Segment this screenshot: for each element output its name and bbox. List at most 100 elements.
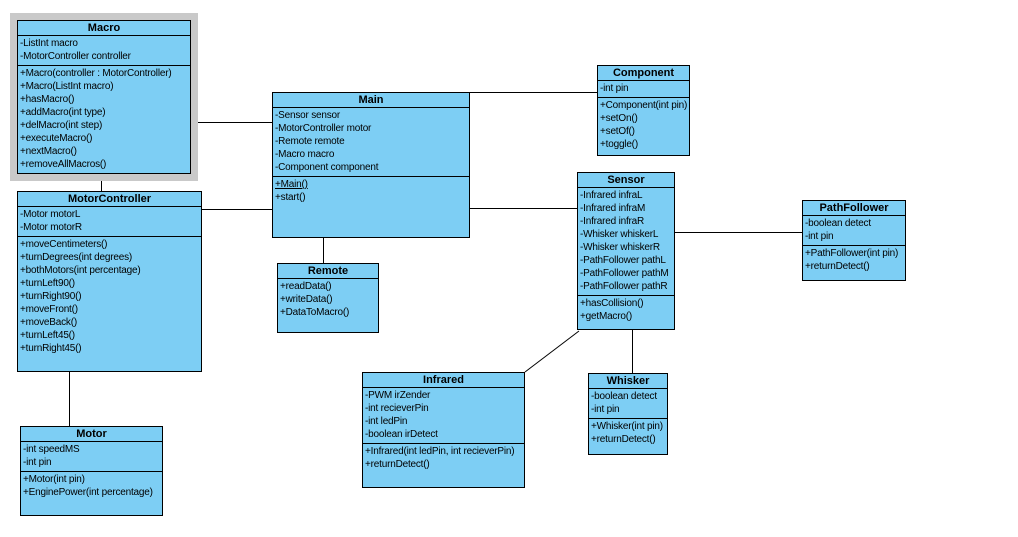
attribute: -Infrared infraR	[580, 216, 645, 227]
attrs-whisker: -boolean detect -int pin	[589, 389, 667, 419]
attribute: -PathFollower pathM	[580, 268, 669, 279]
attrs-infrared: -PWM irZender -int recieverPin -int ledP…	[363, 388, 524, 444]
attribute: -boolean irDetect	[365, 429, 438, 440]
methods-component: +Component(int pin) +setOn() +setOf() +t…	[598, 98, 689, 155]
attribute: -ListInt macro	[20, 38, 78, 49]
class-title-infrared: Infrared	[363, 373, 524, 388]
attribute: -Remote remote	[275, 136, 345, 147]
class-whisker[interactable]: Whisker -boolean detect -int pin +Whiske…	[588, 373, 668, 455]
method: +DataToMacro()	[280, 307, 350, 318]
attribute: -MotorController motor	[275, 123, 372, 134]
attrs-component: -int pin	[598, 81, 689, 98]
method: +turnRight90()	[20, 291, 82, 302]
attribute: -PathFollower pathR	[580, 281, 668, 292]
method: +Motor(int pin)	[23, 474, 85, 485]
attribute: -int speedMS	[23, 444, 80, 455]
class-title-macro: Macro	[18, 21, 190, 36]
attribute: -int ledPin	[365, 416, 408, 427]
selection-frame-macro	[10, 13, 198, 181]
method: +returnDetect()	[805, 261, 870, 272]
method: +turnLeft45()	[20, 330, 75, 341]
attribute: -int recieverPin	[365, 403, 429, 414]
attribute: -Whisker whiskerL	[580, 229, 659, 240]
attribute: -int pin	[23, 457, 52, 468]
method: +returnDetect()	[591, 434, 656, 445]
attrs-macro: -ListInt macro -MotorController controll…	[18, 36, 190, 66]
class-title-motor: Motor	[21, 427, 162, 442]
method: +PathFollower(int pin)	[805, 248, 899, 259]
method: +Component(int pin)	[600, 100, 688, 111]
class-macro[interactable]: Macro -ListInt macro -MotorController co…	[17, 20, 191, 174]
methods-whisker: +Whisker(int pin) +returnDetect()	[589, 419, 667, 454]
method: +moveBack()	[20, 317, 77, 328]
method: +moveCentimeters()	[20, 239, 108, 250]
class-pathfollower[interactable]: PathFollower -boolean detect -int pin +P…	[802, 200, 906, 281]
attrs-main: -Sensor sensor -MotorController motor -R…	[273, 108, 469, 177]
attribute: -int pin	[805, 231, 834, 242]
methods-motorcontroller: +moveCentimeters() +turnDegrees(int degr…	[18, 237, 201, 371]
method: +returnDetect()	[365, 459, 430, 470]
attribute: -Macro macro	[275, 149, 335, 160]
method: +bothMotors(int percentage)	[20, 265, 141, 276]
methods-pathfollower: +PathFollower(int pin) +returnDetect()	[803, 246, 905, 280]
method: +executeMacro()	[20, 133, 93, 144]
attribute: -Whisker whiskerR	[580, 242, 660, 253]
methods-macro: +Macro(controller : MotorController) +Ma…	[18, 66, 190, 173]
attribute: -PathFollower pathL	[580, 255, 666, 266]
method: +turnDegrees(int degrees)	[20, 252, 133, 263]
method: +hasMacro()	[20, 94, 75, 105]
attribute: -int pin	[600, 83, 629, 94]
attrs-motor: -int speedMS -int pin	[21, 442, 162, 472]
attribute: -PWM irZender	[365, 390, 431, 401]
method: +removeAllMacros()	[20, 159, 107, 170]
methods-motor: +Motor(int pin) +EnginePower(int percent…	[21, 472, 162, 515]
method: +hasCollision()	[580, 298, 644, 309]
class-title-component: Component	[598, 66, 689, 81]
class-title-main: Main	[273, 93, 469, 108]
attribute: -Motor motorR	[20, 222, 82, 233]
method: +setOn()	[600, 113, 638, 124]
method: +nextMacro()	[20, 146, 77, 157]
method: +Infrared(int ledPin, int recieverPin)	[365, 446, 515, 457]
methods-remote: +readData() +writeData() +DataToMacro()	[278, 279, 378, 332]
method: +writeData()	[280, 294, 333, 305]
class-title-remote: Remote	[278, 264, 378, 279]
method: +delMacro(int step)	[20, 120, 103, 131]
method-static: +Main()	[275, 179, 308, 190]
class-sensor[interactable]: Sensor -Infrared infraL -Infrared infraM…	[577, 172, 675, 330]
method: +toggle()	[600, 139, 638, 150]
attribute: -Infrared infraL	[580, 190, 643, 201]
method: +turnRight45()	[20, 343, 82, 354]
class-remote[interactable]: Remote +readData() +writeData() +DataToM…	[277, 263, 379, 333]
connector-sensor-infrared	[524, 330, 580, 373]
attribute: -Component component	[275, 162, 379, 173]
method: +setOf()	[600, 126, 635, 137]
methods-infrared: +Infrared(int ledPin, int recieverPin) +…	[363, 444, 524, 487]
method: +Macro(ListInt macro)	[20, 81, 114, 92]
class-infrared[interactable]: Infrared -PWM irZender -int recieverPin …	[362, 372, 525, 488]
method: +Whisker(int pin)	[591, 421, 663, 432]
method: +EnginePower(int percentage)	[23, 487, 153, 498]
class-title-whisker: Whisker	[589, 374, 667, 389]
method: +getMacro()	[580, 311, 632, 322]
attribute: -boolean detect	[591, 391, 657, 402]
attribute: -int pin	[591, 404, 620, 415]
method: +moveFront()	[20, 304, 78, 315]
class-motorcontroller[interactable]: MotorController -Motor motorL -Motor mot…	[17, 191, 202, 372]
class-main[interactable]: Main -Sensor sensor -MotorController mot…	[272, 92, 470, 238]
attrs-motorcontroller: -Motor motorL -Motor motorR	[18, 207, 201, 237]
method: +readData()	[280, 281, 332, 292]
method: +turnLeft90()	[20, 278, 75, 289]
method: +Macro(controller : MotorController)	[20, 68, 172, 79]
attrs-sensor: -Infrared infraL -Infrared infraM -Infra…	[578, 188, 674, 296]
class-title-pathfollower: PathFollower	[803, 201, 905, 216]
class-motor[interactable]: Motor -int speedMS -int pin +Motor(int p…	[20, 426, 163, 516]
attribute: -Sensor sensor	[275, 110, 341, 121]
method: +addMacro(int type)	[20, 107, 106, 118]
methods-sensor: +hasCollision() +getMacro()	[578, 296, 674, 329]
methods-main: +Main() +start()	[273, 177, 469, 237]
class-component[interactable]: Component -int pin +Component(int pin) +…	[597, 65, 690, 156]
method: +start()	[275, 192, 306, 203]
